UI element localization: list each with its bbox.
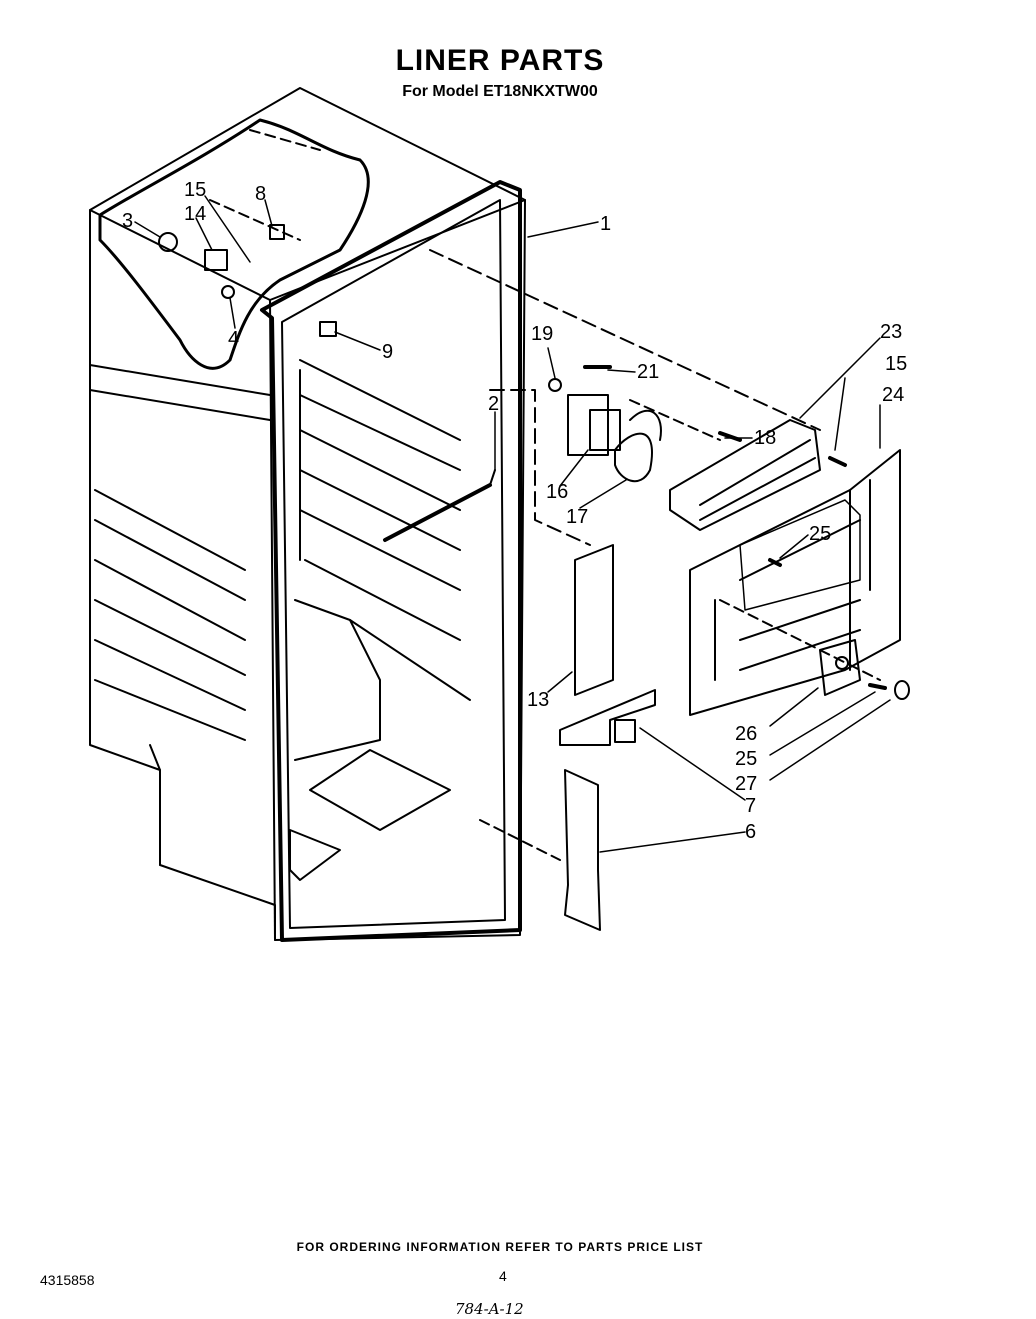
evaporator-cover <box>689 449 910 716</box>
model-subtitle: For Model ET18NKXTW00 <box>402 83 598 100</box>
page-number: 4 <box>499 1268 507 1284</box>
callout-13: 13 <box>527 689 549 711</box>
callout-26: 26 <box>735 723 757 745</box>
callout-1: 1 <box>600 213 611 235</box>
callout-6: 6 <box>745 821 756 843</box>
callout-18: 18 <box>754 427 776 449</box>
callout-15-top: 15 <box>184 179 206 201</box>
callout-19: 19 <box>531 323 553 345</box>
callout-24: 24 <box>882 384 904 406</box>
callout-labels: 1 2 3 4 6 7 8 9 13 14 15 15 16 17 18 19 … <box>122 179 907 843</box>
fan-motor-assembly <box>548 365 742 483</box>
cabinet-liner <box>89 87 526 942</box>
callout-25-lower: 25 <box>735 748 757 770</box>
fan-grille <box>669 419 847 531</box>
ordering-note: FOR ORDERING INFORMATION REFER TO PARTS … <box>296 1240 704 1254</box>
callout-16: 16 <box>546 481 568 503</box>
callout-9: 9 <box>382 341 393 363</box>
air-baffle <box>559 689 656 746</box>
callout-23: 23 <box>880 321 902 343</box>
document-number: 4315858 <box>40 1272 95 1288</box>
air-duct <box>574 544 614 696</box>
page-title: LINER PARTS <box>395 44 605 77</box>
callout-27: 27 <box>735 773 757 795</box>
callout-15-right: 15 <box>885 353 907 375</box>
callout-21: 21 <box>637 361 659 383</box>
callout-8: 8 <box>255 183 266 205</box>
callout-4: 4 <box>228 328 239 350</box>
callout-3: 3 <box>122 210 133 232</box>
callout-14: 14 <box>184 203 206 225</box>
callout-25-upper: 25 <box>809 523 831 545</box>
callout-17: 17 <box>566 506 588 528</box>
diagram-code: 784-A-12 <box>455 1300 524 1318</box>
callout-2: 2 <box>488 393 499 415</box>
duct-cover <box>564 769 601 931</box>
callout-7: 7 <box>745 795 756 817</box>
